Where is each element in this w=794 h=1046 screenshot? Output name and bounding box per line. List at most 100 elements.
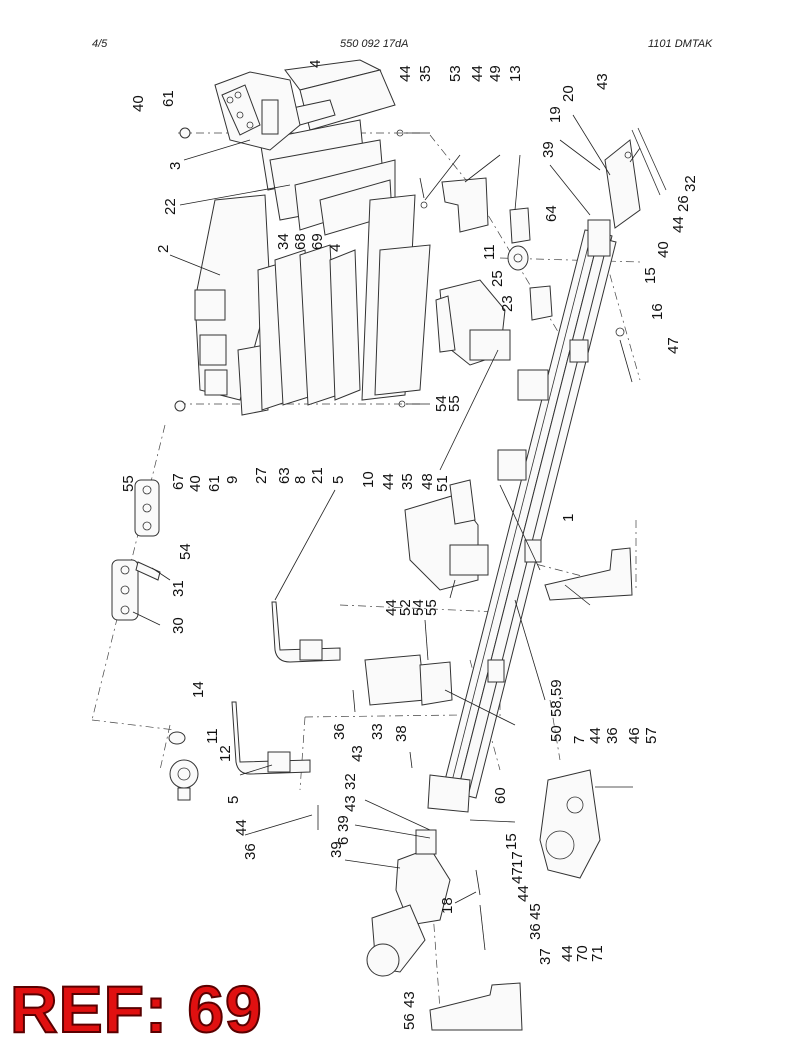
chain-67 (134, 479, 160, 537)
page-number: 4/5 (92, 38, 108, 50)
callout: 15 (503, 833, 520, 850)
callout: 33 (369, 723, 386, 740)
callout: 2 (155, 245, 172, 253)
callout: 35 (417, 65, 434, 82)
callout: 16 (649, 303, 666, 320)
callout: 70 (574, 945, 591, 962)
callout: 44 (469, 65, 486, 82)
callout: 68 (292, 233, 309, 250)
callout: 44 (233, 819, 250, 836)
callout: 32 (682, 175, 699, 192)
bracket-57 (544, 547, 633, 601)
fasteners (174, 127, 633, 951)
callout: 35 (399, 473, 416, 490)
callout: 34 (275, 233, 292, 250)
callout: 8 (292, 476, 309, 484)
callout: 44 (380, 473, 397, 490)
pulley-11-upper (507, 245, 529, 271)
callout: 15 (642, 267, 659, 284)
callout: 4 (307, 60, 324, 68)
callout: 5 (330, 476, 347, 484)
callout: 52 (397, 599, 414, 616)
reference-badge: REF: 69 (9, 972, 263, 1046)
sprocket-11-lower (169, 759, 199, 801)
callout: 22 (162, 198, 179, 215)
callout: 12 (217, 745, 234, 762)
callout: 63 (276, 467, 293, 484)
motor-7 (539, 769, 601, 879)
bracket-13 (441, 177, 553, 321)
leader-lines (132, 114, 641, 904)
callout: 54 (177, 543, 194, 560)
bracket-assembly (214, 71, 301, 151)
callout: 71 (589, 945, 606, 962)
callout: 44 (515, 885, 532, 902)
model-code: 1101 DMTAK (648, 38, 713, 50)
callout: 40 (130, 95, 147, 112)
callout: 45 (527, 903, 544, 920)
callout: 26 (675, 195, 692, 212)
rail-spacers (487, 339, 589, 683)
callout: 55 (120, 475, 137, 492)
callout: 9 (224, 476, 241, 484)
callout-numbers: 4 44 35 53 44 49 13 43 20 19 39 32 26 44… (120, 60, 699, 1030)
callout: 11 (481, 244, 498, 260)
callout: 56 (401, 1013, 418, 1030)
callout: 10 (360, 471, 377, 488)
lower-plate-stack (237, 194, 431, 416)
callout: 36 (527, 923, 544, 940)
cylinder-assembly-upper (435, 279, 511, 366)
callout: 4 (327, 244, 344, 252)
cylinder-assembly-lower (404, 479, 489, 591)
callout: 40 (187, 475, 204, 492)
callout: 19 (547, 106, 564, 123)
callout: 31 (170, 580, 187, 597)
bracket-50 (364, 654, 453, 706)
callout: 6 (335, 837, 352, 845)
callout: 36 (242, 843, 259, 860)
pulley-14 (168, 731, 186, 745)
callout: 43 (349, 745, 366, 762)
callout: 23 (499, 295, 516, 312)
upper-plate-stack (259, 59, 396, 236)
callout: 13 (507, 65, 524, 82)
rod-5-upper (271, 601, 341, 663)
callout: 54 (433, 395, 450, 412)
callout: 18 (439, 897, 456, 914)
callout: 48 (419, 473, 436, 490)
callout: 44 (670, 216, 687, 233)
callout: 1 (560, 514, 577, 522)
callout: 67 (170, 473, 187, 490)
chain-30 (111, 559, 139, 621)
rod-5-lower (231, 701, 311, 775)
callout: 27 (253, 467, 270, 484)
callout: 51 (434, 475, 451, 492)
callout: 40 (655, 241, 672, 258)
callout: 39 (335, 815, 352, 832)
callout: 64 (543, 205, 560, 222)
rail-end-assembly (587, 127, 667, 257)
callout: 14 (190, 681, 207, 698)
callout: 3 (167, 162, 184, 170)
callout: 55 (423, 599, 440, 616)
callout: 32 (342, 773, 359, 790)
callout: 61 (160, 90, 177, 107)
callout: 30 (170, 617, 187, 634)
callout: 43 (401, 991, 418, 1008)
callout: 60 (492, 787, 509, 804)
callout: 46 (626, 727, 643, 744)
callout: 49 (487, 65, 504, 82)
callout: 38 (393, 725, 410, 742)
callout: 54 (410, 599, 427, 616)
callout: 47 (665, 337, 682, 354)
callout: 39 (540, 141, 557, 158)
callout: 43 (342, 795, 359, 812)
callout: 37 (537, 948, 554, 965)
callout: 55 (446, 395, 463, 412)
callout: 57 (643, 727, 660, 744)
callout: 17 (509, 851, 526, 868)
callout: 36 (604, 727, 621, 744)
callout: 21 (309, 467, 326, 484)
callout: 39 (328, 841, 345, 858)
